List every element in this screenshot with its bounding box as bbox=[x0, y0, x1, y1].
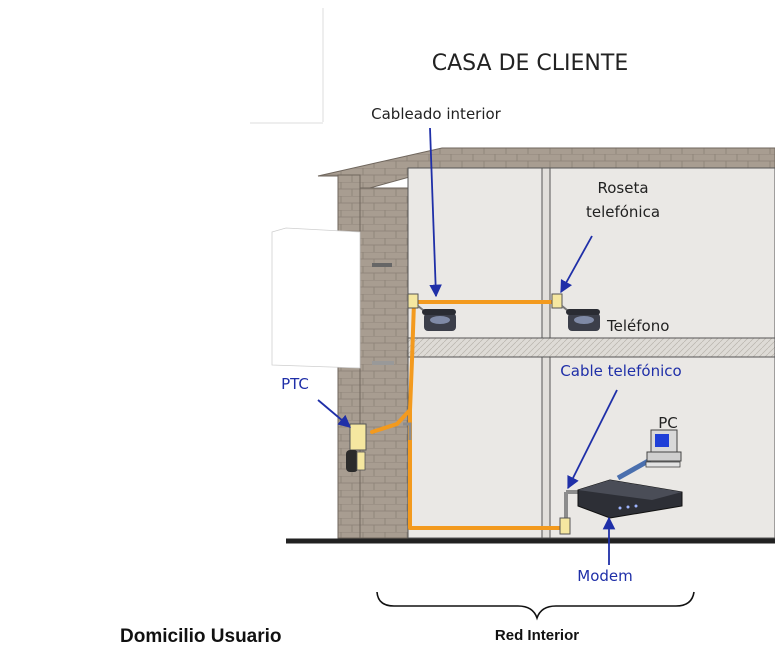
diagram-title: CASA DE CLIENTE bbox=[432, 51, 628, 76]
pointer-arrows bbox=[317, 127, 618, 565]
telephone-right-icon bbox=[561, 305, 600, 331]
label-pc: PC bbox=[658, 414, 678, 432]
arrow-cable-telefonico bbox=[567, 389, 618, 490]
ptc-box-icon bbox=[346, 423, 367, 472]
modem-icon bbox=[577, 479, 683, 519]
pc-link bbox=[616, 457, 652, 481]
label-ptc: PTC bbox=[281, 375, 309, 393]
arrow-cableado bbox=[429, 127, 442, 298]
label-modem: Modem bbox=[577, 567, 632, 585]
label-red-interior: Red Interior bbox=[495, 627, 579, 644]
annex bbox=[271, 227, 394, 369]
label-roseta-line2: telefónica bbox=[586, 203, 660, 221]
label-domicilio-usuario: Domicilio Usuario bbox=[120, 626, 282, 647]
ptc-lead bbox=[403, 422, 412, 440]
arrow-roseta bbox=[560, 235, 593, 294]
roseta-socket-modem bbox=[559, 517, 571, 535]
frame-lines bbox=[250, 8, 324, 124]
label-telefono: Teléfono bbox=[606, 317, 669, 335]
label-cable-telefonico: Cable telefónico bbox=[560, 362, 681, 380]
roseta-socket-left bbox=[407, 293, 419, 309]
house-interior bbox=[407, 167, 775, 539]
red-interior-brace bbox=[376, 591, 695, 621]
arrow-ptc bbox=[317, 399, 351, 428]
label-cableado-interior: Cableado interior bbox=[371, 105, 502, 123]
label-roseta-line1: Roseta bbox=[597, 179, 648, 197]
internal-cabling bbox=[370, 300, 562, 530]
roseta-socket-right bbox=[551, 293, 563, 309]
telephone-left-icon bbox=[417, 305, 456, 331]
pc-icon bbox=[645, 429, 682, 468]
